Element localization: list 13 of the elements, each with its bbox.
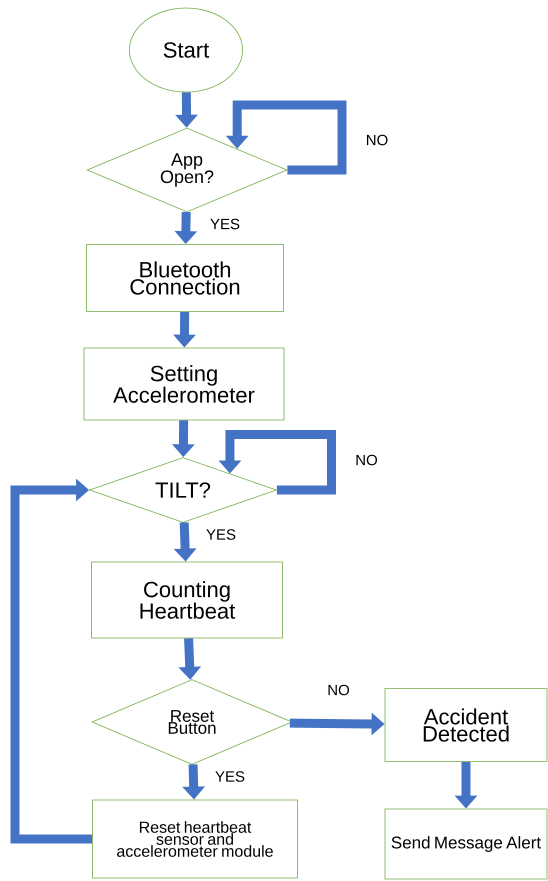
edge-label: YES xyxy=(205,528,237,541)
process-box: Bluetooth Connection xyxy=(86,244,284,312)
process-box: Setting Accelerometer xyxy=(84,348,284,420)
edge-label: NO xyxy=(354,454,379,466)
process-box: Send Message Alert xyxy=(384,808,548,880)
edge-label: NO xyxy=(326,684,351,696)
process-box: Reset heartbeat sensor and accelerometer module xyxy=(92,800,298,878)
process-box: Accident Detected xyxy=(384,688,548,762)
edge-label: YES xyxy=(209,218,241,230)
process-box: Counting Heartbeat xyxy=(91,562,283,638)
edge-label: NO xyxy=(364,134,390,146)
arrow xyxy=(10,478,92,844)
edge-label: YES xyxy=(214,770,246,783)
